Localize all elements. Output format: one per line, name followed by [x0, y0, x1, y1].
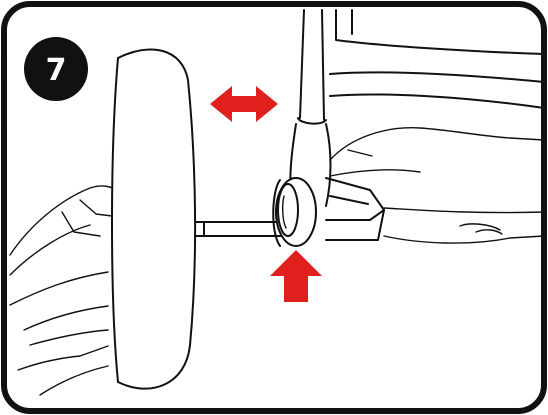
up-arrow-icon — [270, 250, 322, 302]
step-number-badge: 7 — [24, 37, 88, 101]
step-number-text: 7 — [46, 53, 67, 88]
double-headed-horizontal-arrow-icon — [210, 86, 278, 122]
wheel — [111, 48, 197, 390]
left-hand — [9, 185, 119, 396]
right-hand — [329, 127, 545, 244]
wheel-hub-release — [272, 177, 317, 247]
